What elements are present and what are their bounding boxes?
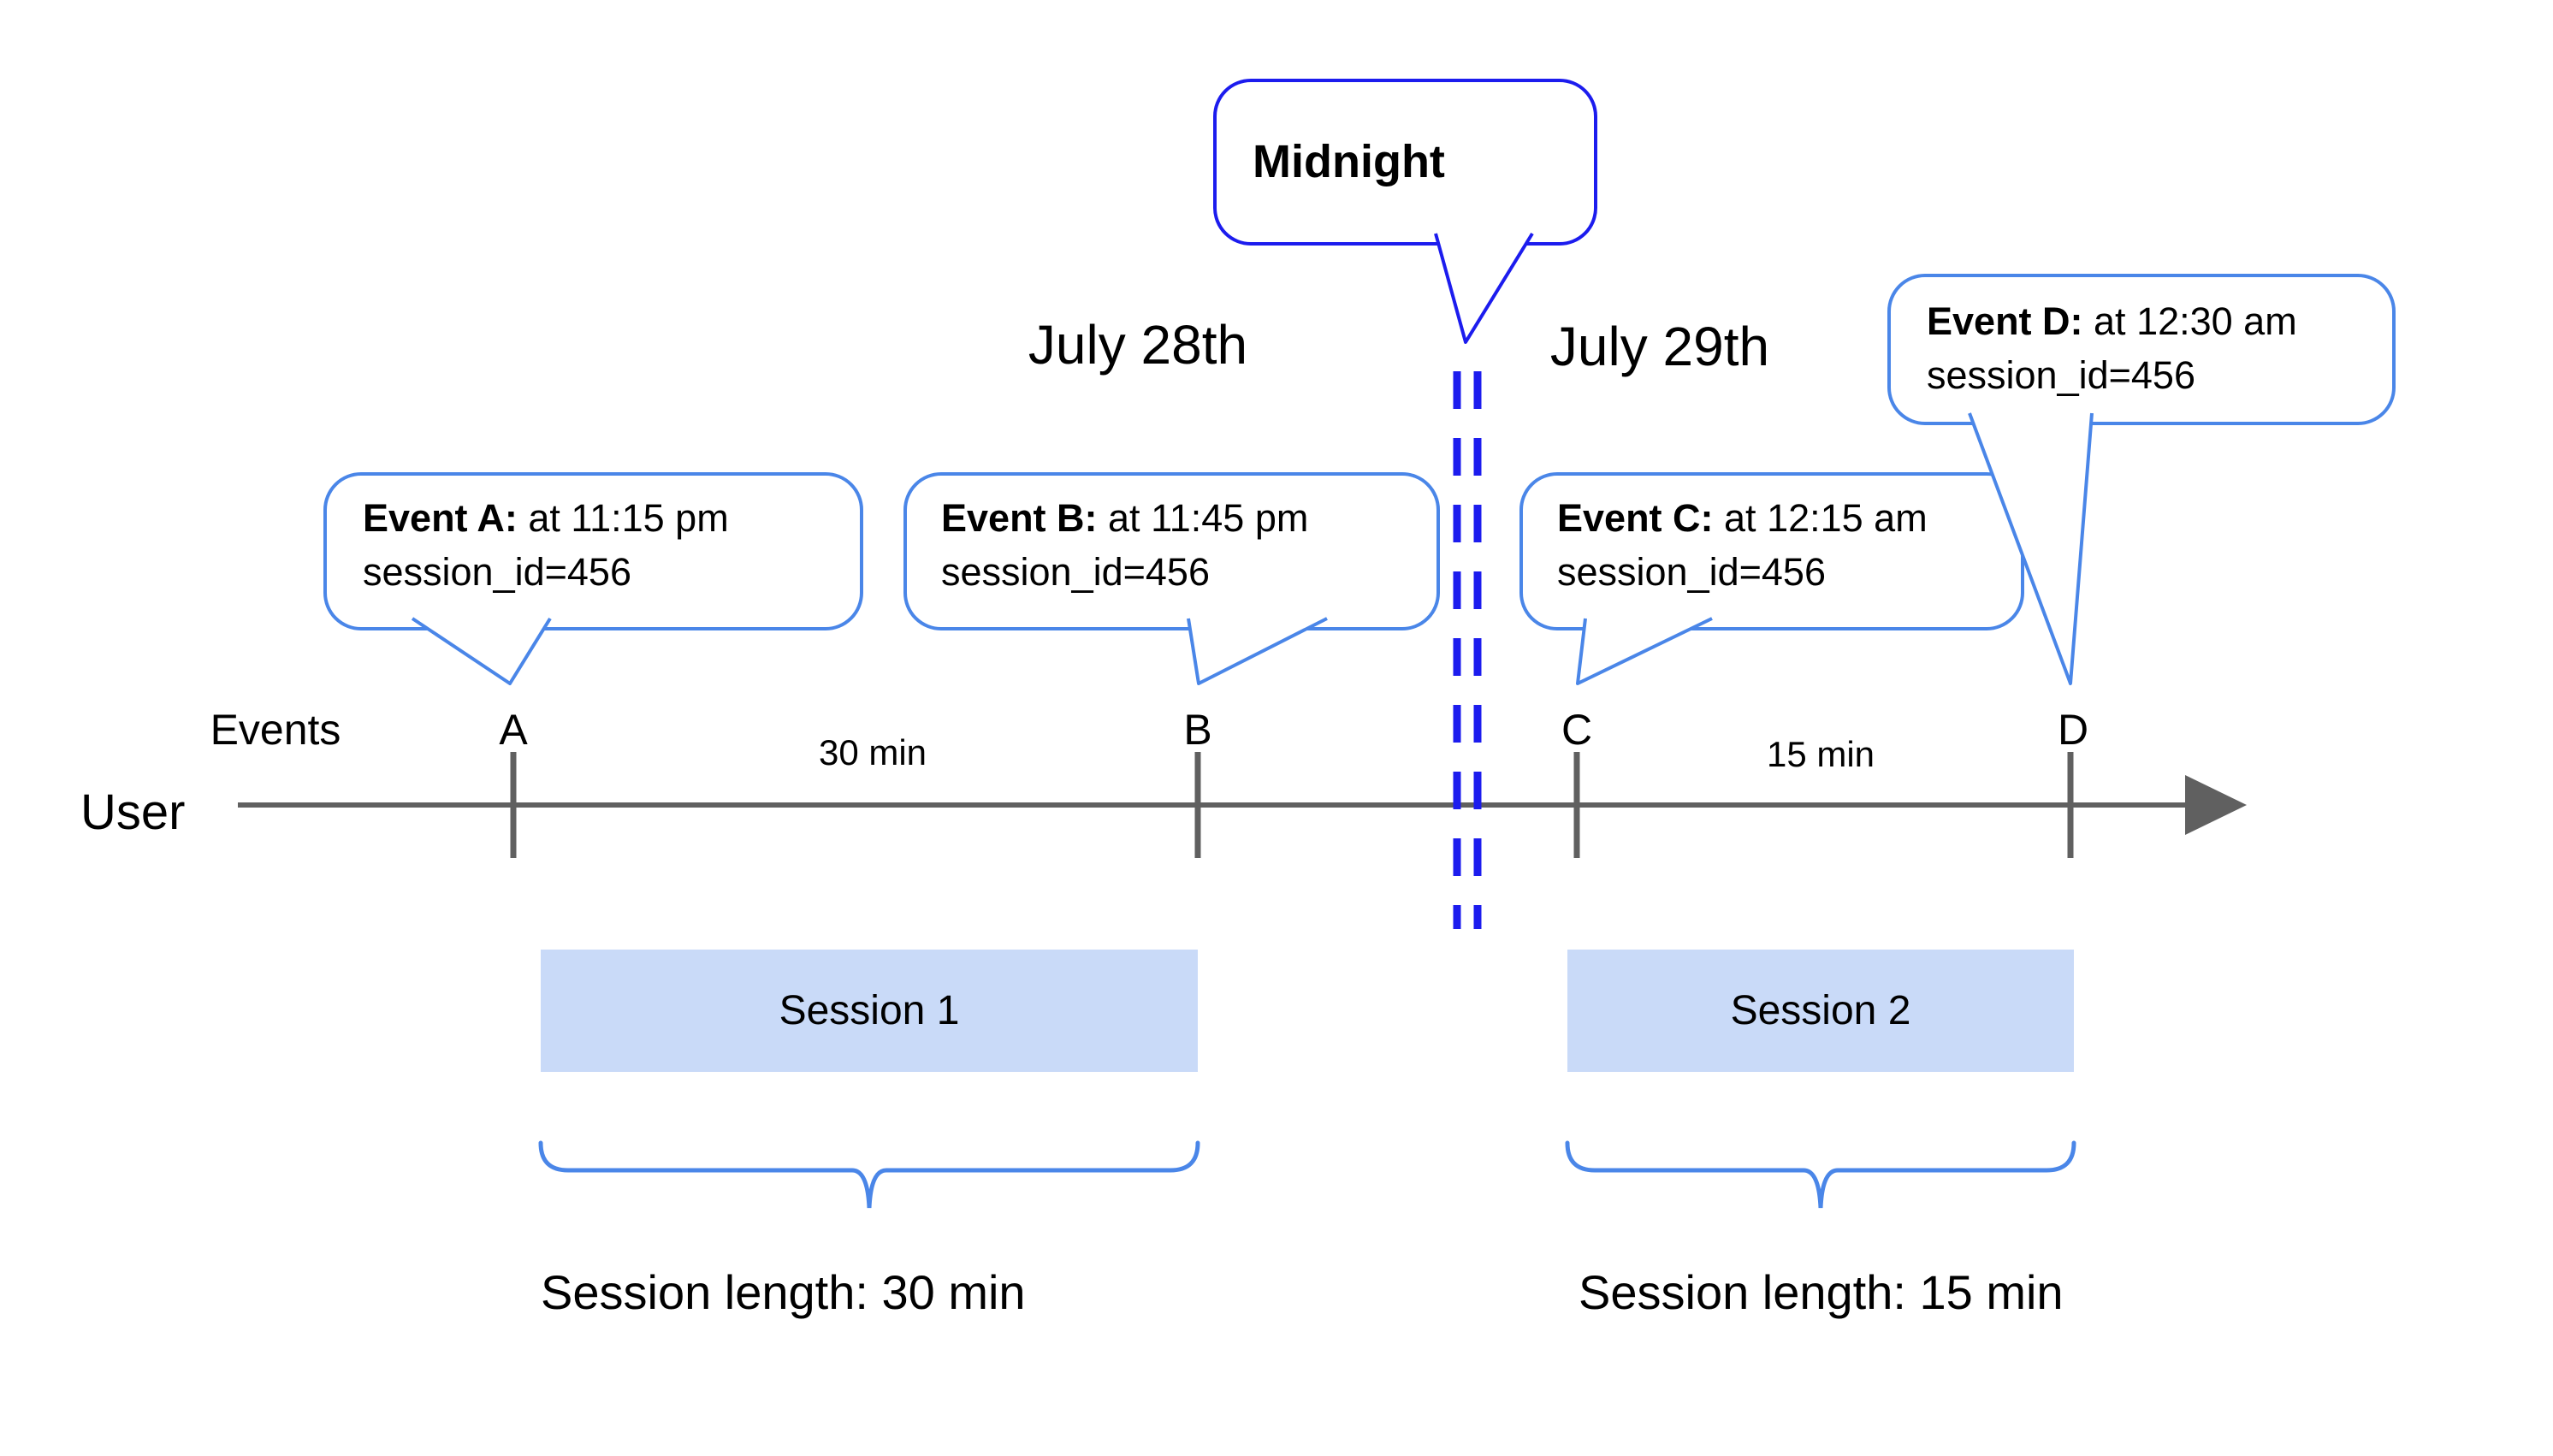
interval-label-15min: 15 min: [1766, 734, 1875, 774]
event-c-detail: session_id=456: [1557, 550, 1826, 594]
event-a-title: Event A: at 11:15 pm: [363, 491, 729, 545]
event-a-callout-text: Event A: at 11:15 pm session_id=456: [363, 491, 729, 599]
session-1-label: Session 1: [779, 988, 960, 1033]
events-axis-label: Events: [210, 706, 341, 754]
event-c-callout-bubble: [1519, 472, 2024, 630]
event-d-callout-bubble: [1887, 274, 2396, 425]
event-b-callout-bubble: [903, 472, 1440, 630]
event-d-title-rest: at 12:30 am: [2082, 299, 2297, 343]
session-1-brace: [538, 1140, 1200, 1209]
event-b-title-bold: Event B:: [941, 496, 1098, 540]
event-b-detail: session_id=456: [941, 550, 1210, 594]
event-d-title-bold: Event D:: [1927, 299, 2083, 343]
tick-label-d: D: [2057, 706, 2089, 754]
session-2-brace: [1565, 1140, 2076, 1209]
event-a-callout-bubble: [323, 472, 863, 630]
event-b-title: Event B: at 11:45 pm: [941, 491, 1308, 545]
session-2-box: Session 2: [1567, 950, 2074, 1072]
midnight-callout-tail: [1434, 232, 1534, 344]
tick-label-a: A: [499, 706, 528, 754]
session-1-box: Session 1: [541, 950, 1198, 1072]
tick-label-b: B: [1183, 706, 1212, 754]
event-b-title-rest: at 11:45 pm: [1097, 496, 1309, 540]
session-2-length-label: Session length: 15 min: [1579, 1265, 2064, 1319]
event-b-callout-tail: [1187, 617, 1328, 685]
timeline-arrowhead-icon: [2185, 775, 2247, 835]
event-d-title: Event D: at 12:30 am: [1927, 294, 2297, 348]
event-a-title-rest: at 11:15 pm: [517, 496, 729, 540]
user-axis-label: User: [80, 784, 186, 840]
event-c-title: Event C: at 12:15 am: [1557, 491, 1928, 545]
midnight-callout-bubble: [1213, 79, 1597, 246]
session-1-length-label: Session length: 30 min: [541, 1265, 1026, 1319]
event-d-callout-tail: [1968, 412, 2094, 685]
date-label-july-29: July 29th: [1549, 316, 1770, 377]
event-c-title-rest: at 12:15 am: [1713, 496, 1928, 540]
date-label-july-28: July 28th: [1028, 314, 1248, 376]
event-a-title-bold: Event A:: [363, 496, 518, 540]
event-c-title-bold: Event C:: [1557, 496, 1714, 540]
event-d-callout-text: Event D: at 12:30 am session_id=456: [1927, 294, 2297, 402]
event-a-callout-tail: [411, 617, 552, 685]
session-2-label: Session 2: [1730, 988, 1911, 1033]
event-b-callout-text: Event B: at 11:45 pm session_id=456: [941, 491, 1308, 599]
midnight-label: Midnight: [1253, 136, 1445, 187]
interval-label-30min: 30 min: [818, 732, 927, 772]
event-c-callout-tail: [1576, 617, 1713, 685]
event-c-callout-text: Event C: at 12:15 am session_id=456: [1557, 491, 1928, 599]
event-d-detail: session_id=456: [1927, 353, 2195, 397]
event-a-detail: session_id=456: [363, 550, 631, 594]
tick-label-c: C: [1561, 706, 1593, 754]
